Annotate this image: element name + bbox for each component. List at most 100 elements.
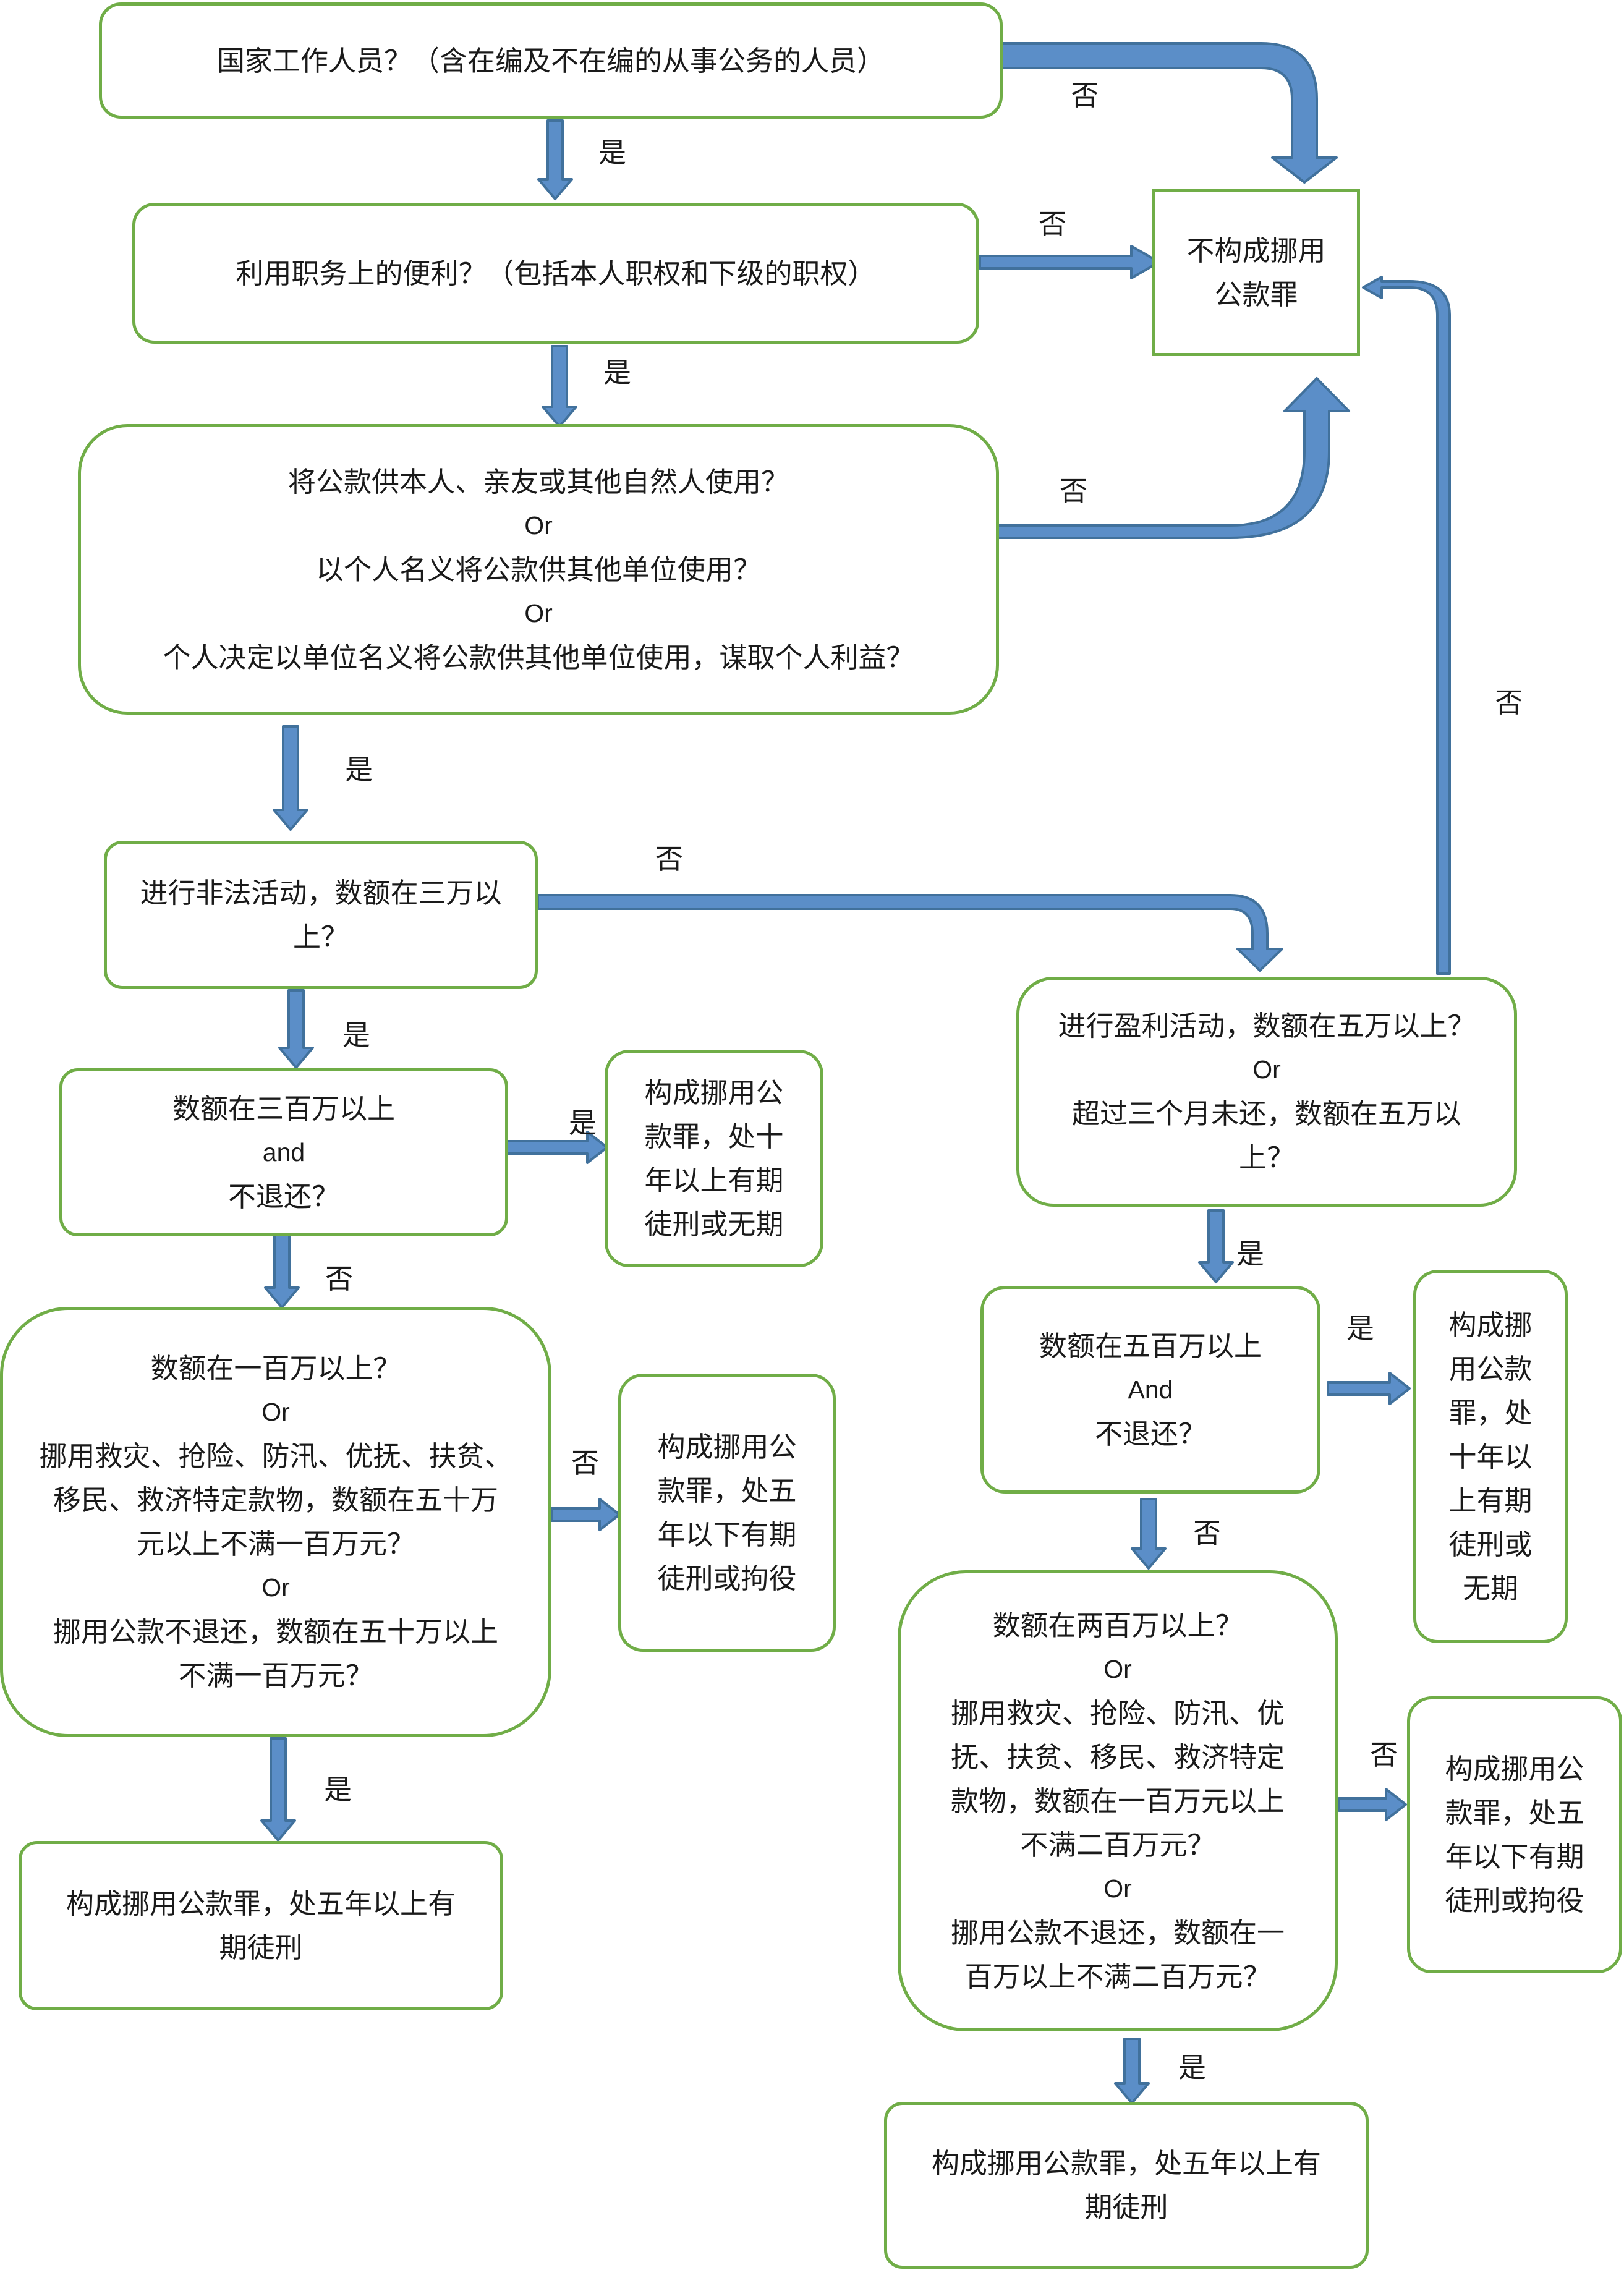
node-text: 数额在五百万以上 [1039,1329,1262,1362]
node-text: 期徒刑 [1084,2191,1168,2224]
node-right-sentence-over5y: 构成挪用公款罪，处五年以上有 期徒刑 [884,2102,1369,2269]
node-text: 不退还？ [227,1180,339,1213]
node-text: 款罪，处十 [644,1120,784,1153]
node-text: 不满二百万元？ [1020,1828,1215,1861]
node-text: Or [261,1573,290,1602]
node-text: 构成挪 [1448,1308,1533,1341]
label-abuse-no: 否 [1039,208,1067,240]
label-use-no: 否 [1060,475,1088,508]
arrow-abuse-yes [542,345,577,428]
node-text: 利用职务上的便利？（包括本人职权和下级的职权） [236,257,876,290]
label-right5m-no: 否 [1193,1517,1222,1550]
arrow-use-yes [273,725,308,831]
node-text: 款罪，处五 [657,1474,797,1507]
node-text: 上有期 [1448,1484,1533,1517]
node-text: 进行非法活动，数额在三万以 [140,877,502,909]
label-use-yes: 是 [345,753,373,786]
label-left1m-no: 否 [571,1447,600,1479]
node-text: 年以下有期 [1445,1840,1584,1873]
node-not-guilty: 不构成挪用 公款罪 [1152,189,1360,356]
node-left-sentence-over5y: 构成挪用公款罪，处五年以上有 期徒刑 [19,1841,503,2010]
node-left-3m: 数额在三百万以上 and 不退还？ [59,1068,508,1236]
label-right2m-yes: 是 [1178,2051,1207,2084]
arrow-left1m-yes [260,1737,296,1842]
node-text: 上？ [1238,1141,1295,1174]
node-text: 构成挪用公 [1445,1753,1584,1785]
node-text: 不退还？ [1094,1417,1206,1450]
node-right-sentence-under5y: 构成挪用公 款罪，处五 年以下有期 徒刑或拘役 [1407,1696,1622,1973]
node-text: 年以下有期 [657,1518,797,1551]
node-text: 款物，数额在一百万元以上 [950,1784,1285,1817]
node-text: 款罪，处五 [1445,1796,1584,1829]
node-text: Or [1103,1654,1132,1683]
arrow-left1m-no [550,1498,621,1531]
arrow-use-no [995,377,1350,539]
node-text: 罪，处 [1448,1396,1533,1429]
label-official-yes: 是 [598,136,627,169]
node-text: 百万以上不满二百万元？ [964,1960,1271,1993]
node-text: Or [524,511,553,540]
node-text: Or [261,1398,290,1426]
node-text: 上？ [292,920,349,953]
node-text: 挪用公款不退还，数额在五十万以上 [53,1615,498,1648]
label-profit-yes: 是 [1236,1238,1265,1270]
node-text: And [1128,1375,1173,1404]
label-right5m-yes: 是 [1346,1312,1375,1345]
node-text: 构成挪用公 [644,1076,784,1109]
node-text: 不构成挪用 [1186,234,1326,267]
node-abuse-of-position: 利用职务上的便利？（包括本人职权和下级的职权） [132,203,979,344]
node-text: 公款罪 [1214,278,1298,311]
arrow-profit-yes [1198,1209,1234,1283]
node-text: 挪用公款不退还，数额在一 [950,1916,1285,1949]
node-text: Or [1103,1874,1132,1903]
node-text: 将公款供本人、亲友或其他自然人使用？ [287,465,789,498]
node-text: 用公款 [1448,1352,1533,1385]
label-profit-no: 否 [1495,686,1523,719]
node-left-sentence-under5y: 构成挪用公 款罪，处五 年以下有期 徒刑或拘役 [618,1374,836,1652]
node-text: Or [524,598,553,627]
label-official-no: 否 [1071,79,1099,112]
node-text: 挪用救灾、抢险、防汛、优抚、扶贫、 [39,1440,512,1473]
node-text: 构成挪用公款罪，处五年以上有 [66,1887,456,1920]
node-left-1m: 数额在一百万以上？ Or 挪用救灾、抢险、防汛、优抚、扶贫、 移民、救济特定款物… [0,1307,551,1737]
arrow-abuse-no [979,245,1160,279]
node-text: 构成挪用公 [657,1430,797,1463]
node-text: 数额在三百万以上 [172,1092,395,1125]
node-text: 期徒刑 [219,1931,303,1964]
arrow-official-yes [537,119,573,200]
node-text: 徒刑或 [1448,1528,1533,1561]
label-illegal-yes: 是 [342,1019,371,1052]
node-text: 个人决定以单位名义将公款供其他单位使用，谋取个人利益？ [163,640,914,674]
node-text: 抚、扶贫、移民、救济特定 [950,1740,1285,1774]
label-left1m-yes: 是 [324,1773,352,1806]
label-left3m-yes: 是 [569,1107,597,1139]
node-use-condition: 将公款供本人、亲友或其他自然人使用？ Or 以个人名义将公款供其他单位使用？ O… [78,424,999,715]
arrow-illegal-no [537,894,1283,972]
node-text: 徒刑或无期 [644,1208,784,1241]
arrow-profit-no [1362,276,1451,975]
label-left3m-no: 否 [325,1262,354,1295]
node-profit-activity: 进行盈利活动，数额在五万以上？ Or 超过三个月未还，数额在五万以 上？ [1016,977,1517,1207]
arrow-right5m-yes [1327,1372,1411,1405]
node-text: 数额在一百万以上？ [150,1352,401,1385]
arrow-illegal-yes [278,989,314,1069]
node-right-2m: 数额在两百万以上？ Or 挪用救灾、抢险、防汛、优 抚、扶贫、移民、救济特定 款… [898,1570,1338,2031]
node-text: 元以上不满一百万元？ [136,1528,415,1560]
node-text: 移民、救济特定款物，数额在五十万 [53,1484,498,1516]
node-text: 超过三个月未还，数额在五万以 [1071,1097,1461,1130]
arrow-left3m-no [264,1234,300,1309]
arrow-right5m-no [1131,1498,1167,1570]
node-text: 徒刑或拘役 [1445,1884,1584,1917]
node-text: 数额在两百万以上？ [992,1609,1243,1642]
node-right-sentence-10y: 构成挪 用公款 罪，处 十年以 上有期 徒刑或 无期 [1413,1270,1568,1643]
node-text: Or [1252,1055,1281,1084]
label-abuse-yes: 是 [603,356,632,389]
arrow-official-no [1000,42,1338,184]
node-text: and [262,1137,305,1167]
node-text: 国家工作人员？（含在编及不在编的从事公务的人员） [216,44,885,77]
node-text: 构成挪用公款罪，处五年以上有 [931,2147,1321,2180]
node-text: 以个人名义将公款供其他单位使用？ [315,553,761,586]
arrow-left3m-yes [506,1131,608,1164]
node-text: 进行盈利活动，数额在五万以上？ [1058,1010,1476,1042]
